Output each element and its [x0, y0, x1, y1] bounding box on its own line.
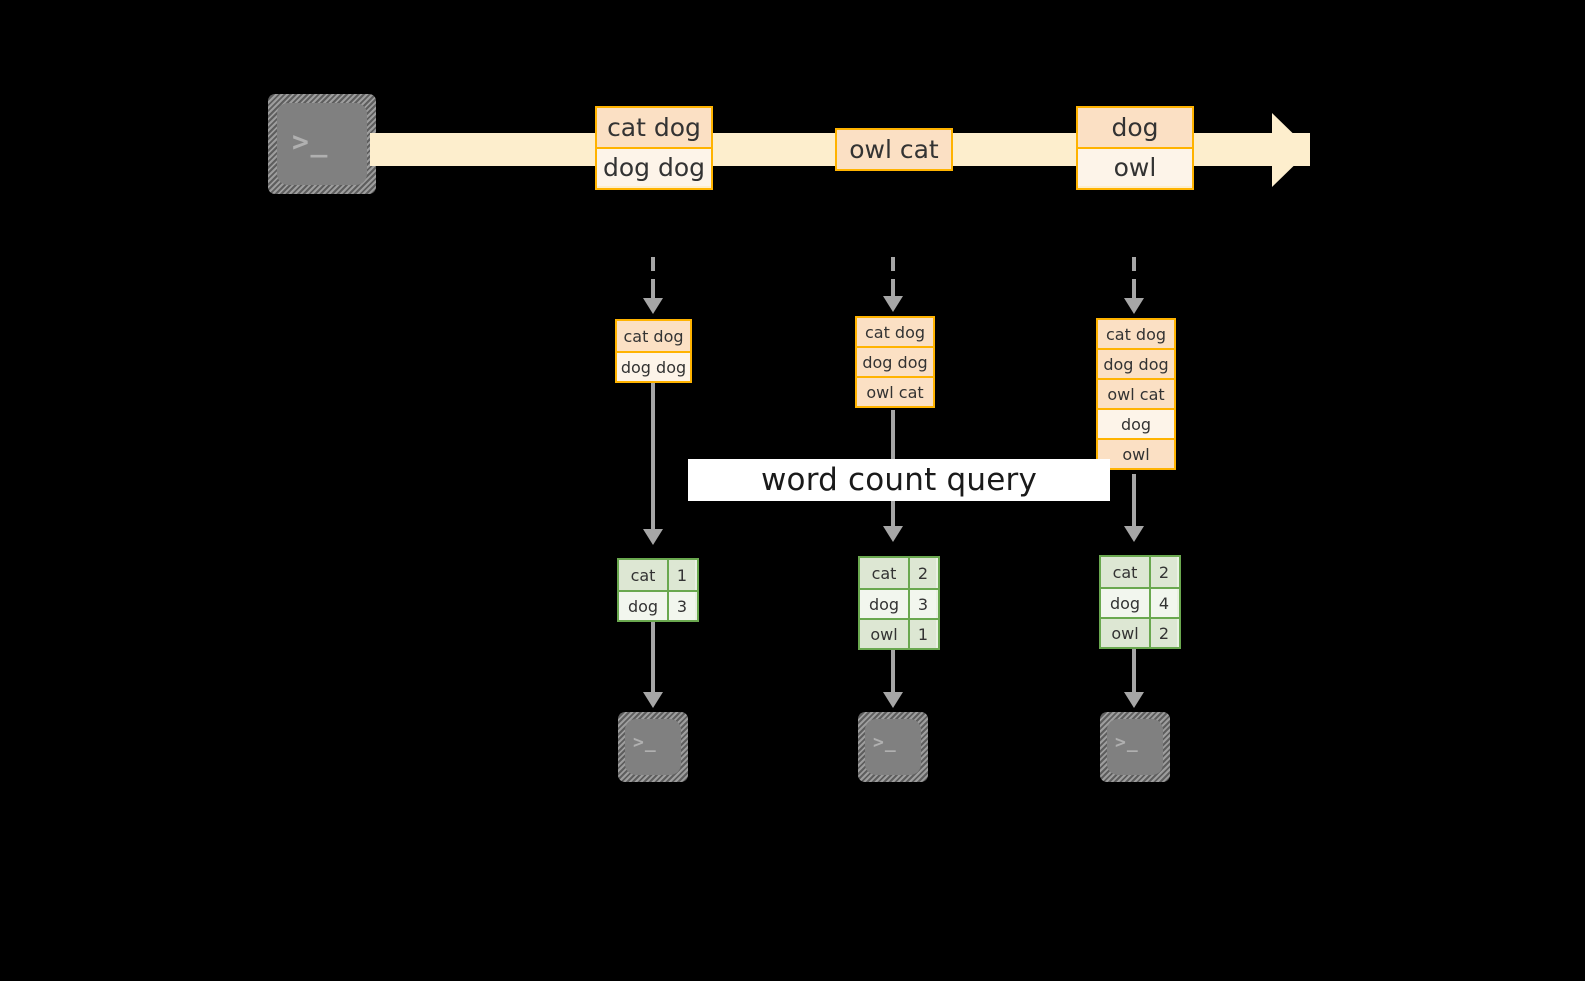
- table-row: dog 4: [1101, 587, 1179, 617]
- result-count: 3: [667, 592, 695, 620]
- word-count-query-label: word count query: [688, 459, 1110, 501]
- table-row: cat dog: [617, 321, 690, 351]
- table-row: owl cat: [1096, 378, 1176, 410]
- result-to-sink-connector-2: [891, 650, 895, 694]
- unbounded-table-2: cat dog dog dog owl cat: [855, 316, 935, 412]
- table-row: cat 2: [860, 558, 938, 588]
- stream-batch-2: owl cat: [835, 128, 953, 171]
- stream-to-table-connector-2: [891, 257, 895, 298]
- result-table-1: cat 1 dog 3: [617, 558, 699, 622]
- table-to-result-connector-1: [651, 383, 655, 531]
- table-row: dog dog: [855, 346, 935, 378]
- stream-record: owl cat: [837, 130, 951, 169]
- result-count: 3: [908, 590, 936, 618]
- terminal-screen: [625, 719, 681, 775]
- table-row: dog: [1096, 408, 1176, 440]
- result-count: 4: [1149, 589, 1177, 617]
- stream-to-table-connector-3: [1132, 257, 1136, 300]
- stream-to-table-arrowhead-2: [883, 296, 903, 312]
- table-row: dog dog: [617, 351, 690, 381]
- stream-to-table-arrowhead-3: [1124, 298, 1144, 314]
- terminal-prompt-glyph: >_: [292, 125, 330, 158]
- result-word: owl: [1101, 619, 1149, 647]
- result-word: cat: [860, 558, 908, 588]
- table-row: owl: [1096, 438, 1176, 470]
- table-row: cat 1: [619, 560, 697, 590]
- table-row: owl 1: [860, 618, 938, 648]
- input-stream-arrowhead: [1272, 113, 1310, 187]
- result-word: dog: [1101, 589, 1149, 617]
- stream-to-table-connector-1: [651, 257, 655, 300]
- unbounded-table-3: cat dog dog dog owl cat dog owl: [1096, 318, 1176, 476]
- result-to-sink-connector-1: [651, 622, 655, 694]
- source-terminal-icon: >_: [268, 94, 376, 194]
- table-row: dog 3: [619, 590, 697, 620]
- sink-terminal-icon-3: >_: [1100, 712, 1170, 782]
- result-to-sink-arrowhead-3: [1124, 692, 1144, 708]
- word-count-query-label-text: word count query: [760, 462, 1038, 498]
- table-to-result-arrowhead-2: [883, 526, 903, 542]
- sink-terminal-icon-1: >_: [618, 712, 688, 782]
- stream-to-table-arrowhead-1: [643, 298, 663, 314]
- result-to-sink-arrowhead-1: [643, 692, 663, 708]
- table-row: cat dog: [1096, 318, 1176, 350]
- table-to-result-connector-3: [1132, 474, 1136, 528]
- result-count: 1: [908, 620, 936, 648]
- result-to-sink-connector-3: [1132, 649, 1136, 694]
- table-row: cat 2: [1101, 557, 1179, 587]
- terminal-screen: [865, 719, 921, 775]
- stream-record: dog dog: [597, 147, 711, 186]
- stream-batch-3: dog owl: [1076, 106, 1194, 190]
- terminal-prompt-glyph: >_: [633, 732, 657, 753]
- result-table-3: cat 2 dog 4 owl 2: [1099, 555, 1181, 649]
- table-row: owl cat: [855, 376, 935, 408]
- table-row: owl 2: [1101, 617, 1179, 647]
- result-count: 1: [667, 560, 695, 590]
- stream-record: cat dog: [597, 108, 711, 147]
- table-row: cat dog: [855, 316, 935, 348]
- result-count: 2: [1149, 619, 1177, 647]
- stream-record: dog: [1078, 108, 1192, 147]
- result-word: cat: [1101, 557, 1149, 587]
- table-row: dog 3: [860, 588, 938, 618]
- terminal-screen: [277, 103, 367, 185]
- stream-record: owl: [1078, 147, 1192, 186]
- sink-terminal-icon-2: >_: [858, 712, 928, 782]
- result-word: dog: [619, 592, 667, 620]
- result-word: cat: [619, 560, 667, 590]
- terminal-screen: [1107, 719, 1163, 775]
- result-to-sink-arrowhead-2: [883, 692, 903, 708]
- terminal-prompt-glyph: >_: [1115, 732, 1139, 753]
- result-count: 2: [908, 558, 936, 588]
- result-count: 2: [1149, 557, 1177, 587]
- table-to-result-arrowhead-3: [1124, 526, 1144, 542]
- table-row: dog dog: [1096, 348, 1176, 380]
- result-word: dog: [860, 590, 908, 618]
- result-table-2: cat 2 dog 3 owl 1: [858, 556, 940, 650]
- table-to-result-arrowhead-1: [643, 529, 663, 545]
- result-word: owl: [860, 620, 908, 648]
- terminal-prompt-glyph: >_: [873, 732, 897, 753]
- stream-batch-1: cat dog dog dog: [595, 106, 713, 190]
- unbounded-table-1: cat dog dog dog: [615, 319, 692, 383]
